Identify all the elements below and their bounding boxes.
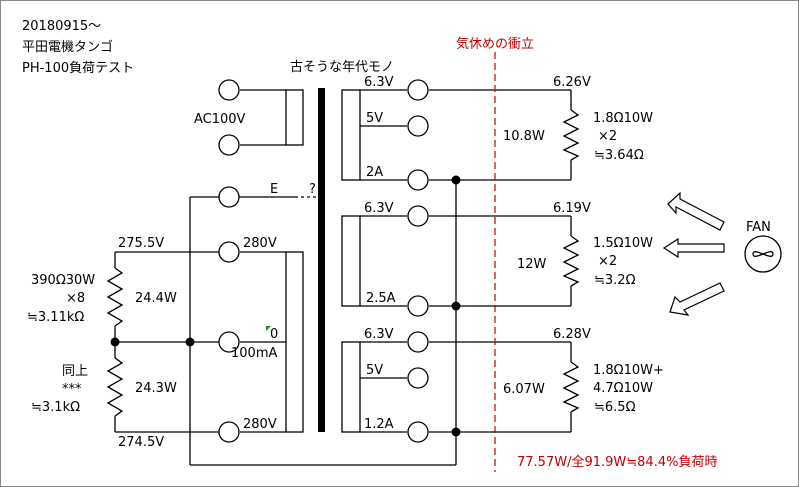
airflow-arrow-middle [662, 237, 725, 259]
heater3-measured: 6.28V [553, 327, 591, 342]
heater2-terminal-25a [407, 295, 429, 317]
heater3-res-spec: 1.8Ω10W+ [593, 363, 664, 378]
heater1-terminal-2a [407, 169, 429, 191]
heater3-res-spec-2: 4.7Ω10W [593, 381, 653, 396]
heater3-terminal-12a [407, 421, 429, 443]
load-summary: 77.57W/全91.9W≒84.4%負荷時 [517, 454, 717, 470]
heater2-tap-63: 6.3V [364, 201, 394, 216]
primary-ac-winding [240, 89, 304, 146]
hv-resistor-lower [106, 357, 124, 417]
heater1-res-value: ≒3.64Ω [594, 148, 644, 163]
hv-resistor-upper [106, 267, 124, 327]
heater1-tap-5: 5V [366, 111, 383, 126]
transformer-core [318, 88, 325, 432]
hv-junction-center [185, 337, 195, 347]
hv-r1-spec: 390Ω30W [31, 273, 95, 288]
hv-tap-100ma-label: 100mA [231, 346, 277, 361]
bus-junction-2 [451, 301, 461, 311]
earth-question: ? [309, 182, 316, 197]
heater3-res-value: ≒6.5Ω [594, 400, 636, 415]
hv-r2-value: ≒3.1kΩ [31, 400, 80, 415]
heater1-terminal-63 [407, 79, 429, 101]
heater2-terminal-63 [407, 205, 429, 227]
heater1-res-spec: 1.8Ω10W [593, 111, 653, 126]
heater2-res-count: ×2 [598, 254, 617, 269]
hv-tap-280-top-label: 280V [243, 236, 277, 251]
earth-terminal [218, 186, 240, 208]
transformer-label: 古そうな年代モノ [290, 60, 394, 75]
header-device: 平田電機タンゴ [22, 39, 113, 55]
heater2-tap-current: 2.5A [366, 291, 396, 306]
heater3-resistor [562, 361, 580, 413]
heater2-res-spec: 1.5Ω10W [593, 236, 653, 251]
heater3-terminal-5 [407, 367, 429, 389]
fan-infinity-icon [752, 251, 774, 257]
header-date: 20180915～ [22, 19, 101, 34]
hv-r2-spec: 同上 [62, 364, 88, 379]
heater1-terminal-5 [407, 115, 429, 137]
header-test: PH-100負荷テスト [22, 61, 134, 76]
hv-r1-value: ≒3.11kΩ [27, 310, 84, 325]
heater2-resistor [562, 235, 580, 287]
hv-winding [240, 251, 304, 433]
heater3-terminal-63 [407, 331, 429, 353]
hv-tap-0-label: 0 [270, 327, 278, 342]
fan-label: FAN [746, 220, 771, 235]
hv-load-wiring [114, 196, 456, 466]
hv-r2-watts: 24.3W [135, 381, 177, 396]
hv-terminal-280-bottom [218, 421, 240, 443]
heater-winding-2 [341, 215, 572, 307]
hv-junction-left [110, 337, 120, 347]
airflow-arrow-bottom [669, 282, 725, 316]
heater2-measured: 6.19V [553, 201, 591, 216]
hv-r2-count: *** [62, 382, 82, 397]
bus-junction-3 [451, 427, 461, 437]
ac-terminal-bottom [218, 134, 240, 156]
hv-terminal-280-top [218, 241, 240, 263]
earth-label: E [270, 182, 278, 197]
heater1-tap-current: 2A [366, 165, 383, 180]
ac-terminal-top [218, 79, 240, 101]
hv-voltage-top: 275.5V [118, 236, 164, 251]
heater3-tap-63: 6.3V [364, 327, 394, 342]
heater1-measured: 6.26V [553, 75, 591, 90]
cell-marker-triangle [266, 326, 271, 331]
hv-voltage-bottom: 274.5V [118, 435, 164, 450]
heater1-watts: 10.8W [503, 129, 545, 144]
heater3-watts: 6.07W [503, 382, 545, 397]
heater1-tap-63: 6.3V [364, 75, 394, 90]
heater3-tap-5: 5V [366, 363, 383, 378]
heater1-res-count: ×2 [598, 129, 617, 144]
ac-label: AC100V [194, 112, 246, 127]
heater3-tap-current: 1.2A [364, 417, 394, 432]
bus-junction-1 [451, 175, 461, 185]
header: 20180915～ 平田電機タンゴ PH-100負荷テスト [22, 19, 134, 76]
airflow-arrow-top [667, 191, 725, 231]
hv-r1-count: ×8 [66, 291, 85, 306]
heater2-watts: 12W [517, 257, 547, 272]
heater1-resistor [562, 109, 580, 161]
heater2-res-value: ≒3.2Ω [594, 273, 636, 288]
hv-r1-watts: 24.4W [135, 291, 177, 306]
partition-label: 気休めの衝立 [456, 36, 534, 52]
hv-tap-280-bottom-label: 280V [243, 417, 277, 432]
